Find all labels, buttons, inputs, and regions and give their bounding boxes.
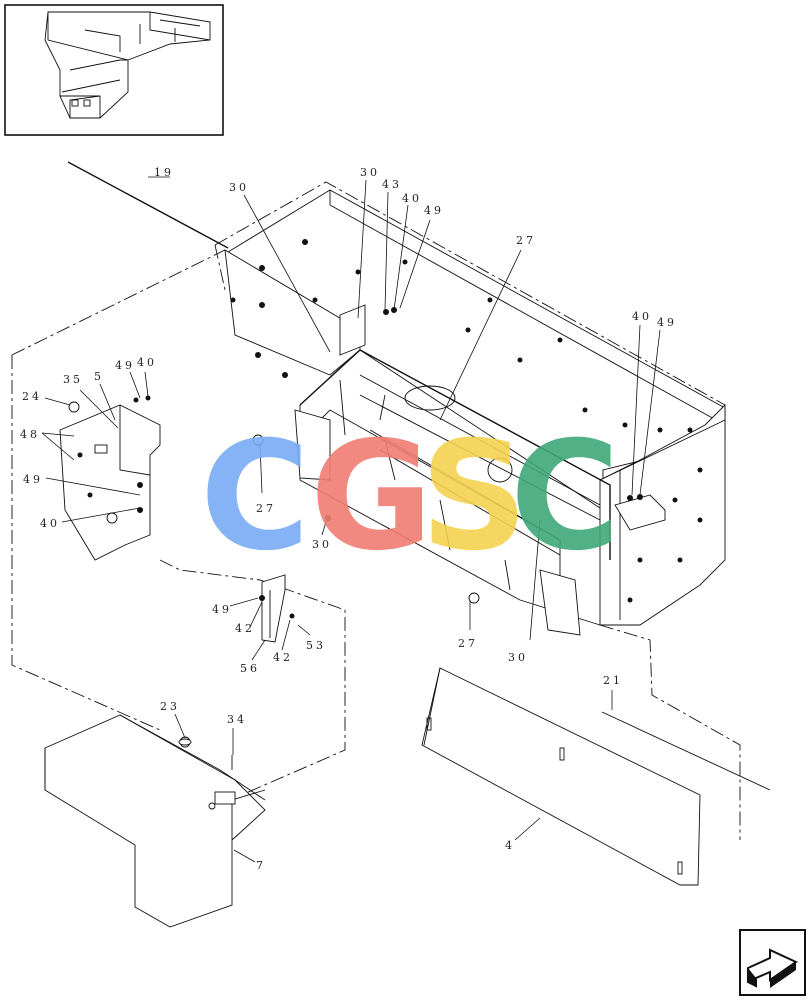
callout-49[interactable]: 49 [657,316,677,329]
callout-40[interactable]: 40 [137,356,157,369]
leader-lines [41,176,661,863]
callout-49[interactable]: 49 [212,603,232,616]
watermark-letter-2: G [310,410,433,584]
callout-53[interactable]: 53 [306,639,326,652]
callout-49[interactable]: 49 [23,473,43,486]
watermark: C G S C [200,410,620,584]
assembly-location-thumbnail[interactable] [4,4,224,136]
callout-7[interactable]: 7 [256,859,266,872]
callout-40[interactable]: 40 [40,517,60,530]
part-19-rod [67,161,229,249]
callout-56[interactable]: 56 [240,662,260,675]
callout-34[interactable]: 34 [227,713,247,726]
callout-40[interactable]: 40 [632,310,652,323]
callout-30[interactable]: 30 [508,651,528,664]
callout-27[interactable]: 27 [256,502,276,515]
callout-49[interactable]: 49 [424,204,444,217]
callout-48[interactable]: 48 [20,428,40,441]
fasteners [133,307,643,770]
callout-42[interactable]: 42 [235,622,255,635]
callout-21[interactable]: 21 [603,674,623,687]
callout-40[interactable]: 40 [402,192,422,205]
callout-4[interactable]: 4 [505,839,515,852]
callout-35[interactable]: 35 [63,373,83,386]
callout-43[interactable]: 43 [382,178,402,191]
callout-24[interactable]: 24 [22,390,42,403]
watermark-letter-4: C [510,410,620,584]
watermark-letter-1: C [200,410,310,584]
callout-labels: 19 30 30 43 40 49 27 40 49 35 5 49 40 24… [20,166,677,872]
part-56-bracket [159,559,346,801]
callout-23[interactable]: 23 [160,700,180,713]
watermark-letter-3: S [420,410,528,584]
next-page-arrow-icon[interactable] [739,929,806,996]
callout-30[interactable]: 30 [229,181,249,194]
part-4-plate [421,624,771,886]
callout-27[interactable]: 27 [458,637,478,650]
callout-5[interactable]: 5 [94,370,104,383]
callout-30[interactable]: 30 [312,538,332,551]
left-side-cover [11,249,226,731]
main-housing [214,181,726,636]
part-7-lower-cover [44,714,266,928]
callout-27[interactable]: 27 [516,234,536,247]
callout-30[interactable]: 30 [360,166,380,179]
callout-49[interactable]: 49 [115,359,135,372]
callout-19[interactable]: 19 [154,166,174,179]
callout-42[interactable]: 42 [273,651,293,664]
